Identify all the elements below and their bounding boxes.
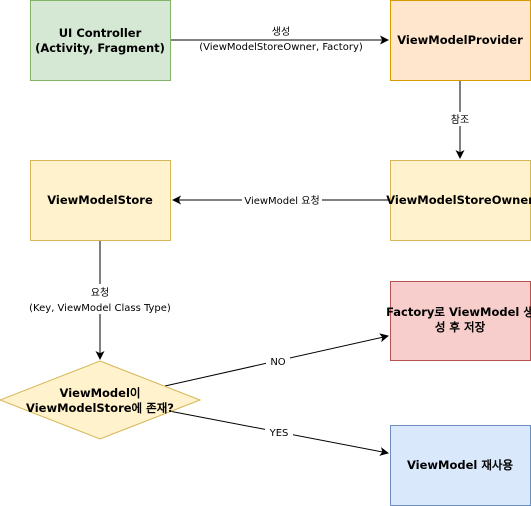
node-viewmodel-provider-box[interactable] xyxy=(390,0,531,81)
edge-yes-label-bg xyxy=(265,426,293,439)
edge-create-label-2: (ViewModelStoreOwner, Factory) xyxy=(199,42,363,53)
edge-create: 생성 (ViewModelStoreOwner, Factory) xyxy=(171,26,389,53)
node-decision-label-2: ViewModelStore에 존재? xyxy=(26,401,174,415)
node-factory-create[interactable]: Factory로 ViewModel 생 성 후 저장 xyxy=(386,281,531,361)
edge-reference-label: 참조 xyxy=(451,114,469,126)
node-viewmodel-store-owner-box[interactable] xyxy=(390,160,531,241)
node-viewmodel-reuse-label: ViewModel 재사용 xyxy=(407,458,514,472)
edge-create-label-1: 생성 xyxy=(272,26,290,38)
node-viewmodel-reuse[interactable]: ViewModel 재사용 xyxy=(390,425,531,506)
edge-request-label-2: (Key, ViewModel Class Type) xyxy=(29,303,171,314)
node-ui-controller-label-1: UI Controller xyxy=(59,26,142,40)
node-viewmodel-reuse-box[interactable] xyxy=(390,425,531,506)
node-viewmodel-store-owner[interactable]: ViewModelStoreOwner xyxy=(386,160,531,241)
node-viewmodel-store-owner-label: ViewModelStoreOwner xyxy=(386,193,531,207)
node-ui-controller[interactable]: UI Controller (Activity, Fragment) xyxy=(30,0,171,81)
node-viewmodel-store-label: ViewModelStore xyxy=(47,193,153,207)
edge-reference: 참조 xyxy=(446,81,474,159)
edge-yes-label: YES xyxy=(269,428,289,439)
edge-request: 요청 (Key, ViewModel Class Type) xyxy=(26,241,174,360)
edge-no-label: NO xyxy=(270,357,285,368)
edge-no: NO xyxy=(164,333,389,387)
node-viewmodel-provider[interactable]: ViewModelProvider xyxy=(390,0,531,81)
node-ui-controller-box[interactable] xyxy=(30,0,171,81)
node-viewmodel-provider-label: ViewModelProvider xyxy=(397,33,523,47)
node-decision-diamond[interactable] xyxy=(0,360,202,440)
edge-request-label-bg xyxy=(26,284,174,314)
edge-yes: YES xyxy=(168,410,389,456)
node-factory-create-label-1: Factory로 ViewModel 생 xyxy=(386,305,531,319)
node-viewmodel-store[interactable]: ViewModelStore xyxy=(30,160,171,241)
edge-request-label-1: 요청 xyxy=(91,287,109,299)
node-factory-create-label-2: 성 후 저장 xyxy=(435,320,486,334)
edge-no-label-bg xyxy=(266,355,290,368)
node-viewmodel-store-box[interactable] xyxy=(30,160,171,241)
node-ui-controller-label-2: (Activity, Fragment) xyxy=(35,41,165,55)
edge-request-viewmodel: ViewModel 요청 xyxy=(172,193,390,207)
edge-request-viewmodel-label-bg xyxy=(242,193,322,207)
edge-request-viewmodel-label: ViewModel 요청 xyxy=(244,195,319,207)
edge-reference-label-bg xyxy=(446,112,474,126)
node-decision[interactable]: ViewModel이 ViewModelStore에 존재? xyxy=(0,360,202,440)
node-decision-label-1: ViewModel이 xyxy=(60,386,141,400)
